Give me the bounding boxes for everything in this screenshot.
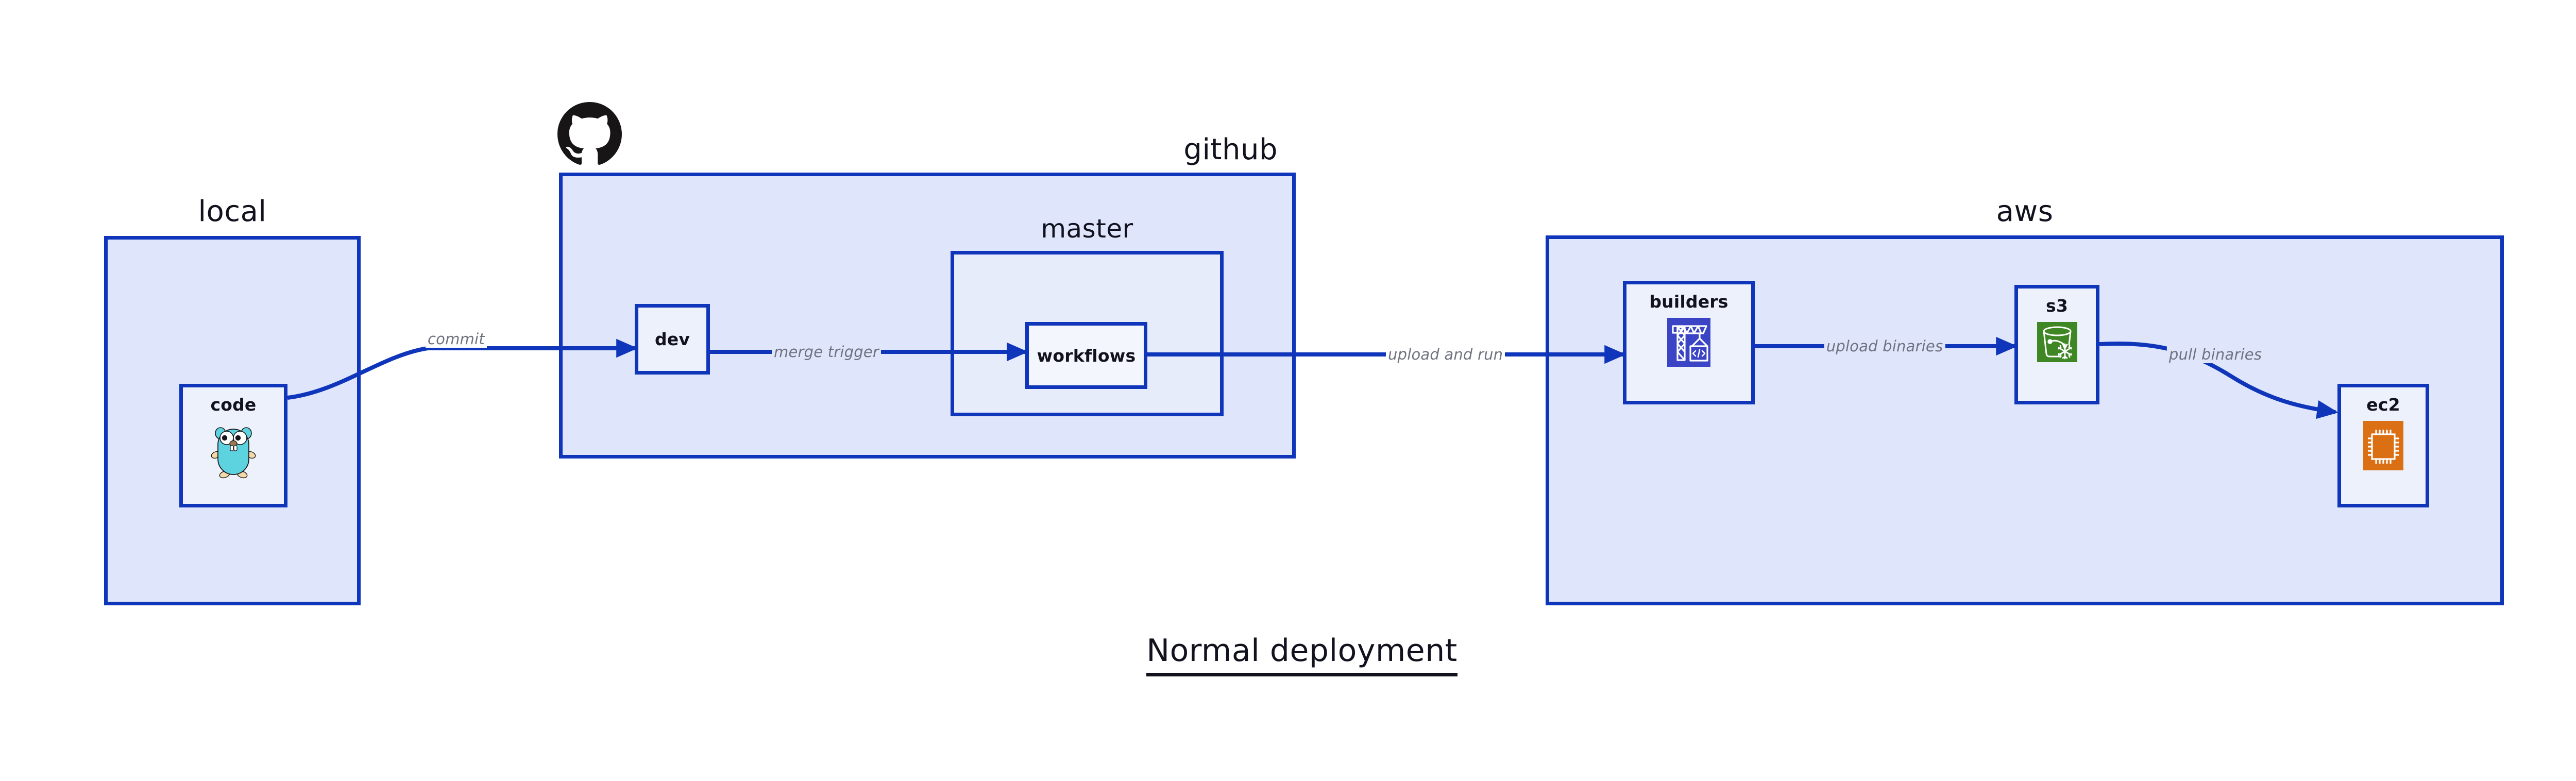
aws-s3-glacier-icon bbox=[2037, 322, 2077, 362]
group-master-label: master bbox=[1041, 214, 1133, 244]
node-ec2-label: ec2 bbox=[2366, 395, 2400, 415]
edge-label-upload-binaries: upload binaries bbox=[1824, 337, 1945, 355]
figure-title-text: Normal deployment bbox=[1146, 633, 1458, 676]
go-gopher-icon bbox=[210, 421, 257, 479]
node-workflows[interactable]: workflows bbox=[1025, 322, 1147, 389]
node-builders[interactable]: builders bbox=[1623, 281, 1755, 404]
node-dev-label: dev bbox=[654, 329, 690, 349]
edge-label-commit: commit bbox=[426, 330, 487, 348]
aws-ec2-chip-icon bbox=[2363, 421, 2403, 470]
node-ec2[interactable]: ec2 bbox=[2337, 384, 2429, 507]
zone-aws-label: aws bbox=[1996, 195, 2054, 228]
node-s3[interactable]: s3 bbox=[2014, 285, 2099, 404]
node-code-label: code bbox=[210, 395, 257, 415]
node-builders-label: builders bbox=[1649, 292, 1728, 312]
edge-label-merge-trigger: merge trigger bbox=[771, 343, 882, 361]
zone-github-label: github bbox=[1183, 133, 1278, 166]
edge-label-upload-and-run: upload and run bbox=[1386, 346, 1505, 363]
figure-title: Normal deployment bbox=[0, 633, 2576, 676]
node-workflows-label: workflows bbox=[1037, 345, 1136, 366]
zone-local-label: local bbox=[198, 195, 267, 228]
edge-label-pull-binaries: pull binaries bbox=[2166, 346, 2264, 363]
node-dev[interactable]: dev bbox=[635, 304, 710, 375]
node-s3-label: s3 bbox=[2045, 296, 2068, 316]
node-code[interactable]: code bbox=[179, 384, 287, 507]
aws-codebuild-icon bbox=[1667, 318, 1710, 367]
github-octocat-icon bbox=[557, 102, 622, 166]
